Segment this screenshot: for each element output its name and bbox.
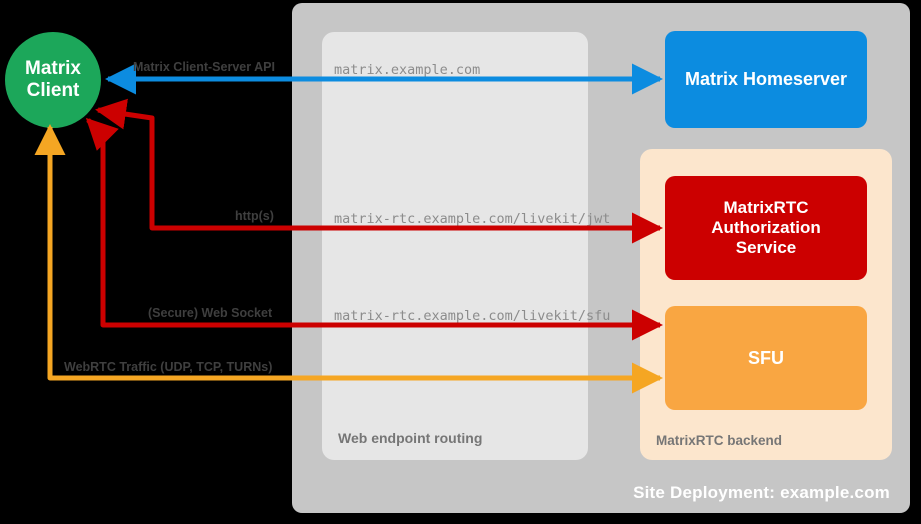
endpoint-livekit-sfu: matrix-rtc.example.com/livekit/sfu [334,308,611,324]
matrix-client-line2: Client [26,80,80,101]
endpoint-livekit-jwt: matrix-rtc.example.com/livekit/jwt [334,211,611,227]
edge-label-secure-web-socket: (Secure) Web Socket [148,306,273,320]
auth-service-line2: Authorization [711,218,821,238]
auth-service-line3: Service [735,237,797,257]
node-matrixrtc-authorization-service[interactable]: MatrixRTC Authorization Service [665,176,867,280]
matrix-client-line1: Matrix [25,57,81,79]
matrix-homeserver-label: Matrix Homeserver [684,69,848,90]
edge-label-matrix-client-server-api: Matrix Client-Server API [133,60,275,74]
node-sfu[interactable]: SFU [665,306,867,410]
matrixrtc-backend-label: MatrixRTC backend [656,433,783,448]
edge-label-webrtc-traffic: WebRTC Traffic (UDP, TCP, TURNs) [64,360,273,374]
web-endpoint-routing-label: Web endpoint routing [338,430,483,446]
auth-service-line1: MatrixRTC [723,198,809,218]
endpoint-matrix-example-com: matrix.example.com [334,62,481,78]
web-endpoint-routing-container: Web endpoint routing [322,32,588,460]
edge-label-https: http(s) [235,209,274,223]
node-matrix-homeserver[interactable]: Matrix Homeserver [665,31,867,128]
sfu-label: SFU [748,347,784,368]
site-deployment-label: Site Deployment: example.com [633,483,890,502]
node-matrix-client[interactable]: Matrix Client [5,32,101,128]
